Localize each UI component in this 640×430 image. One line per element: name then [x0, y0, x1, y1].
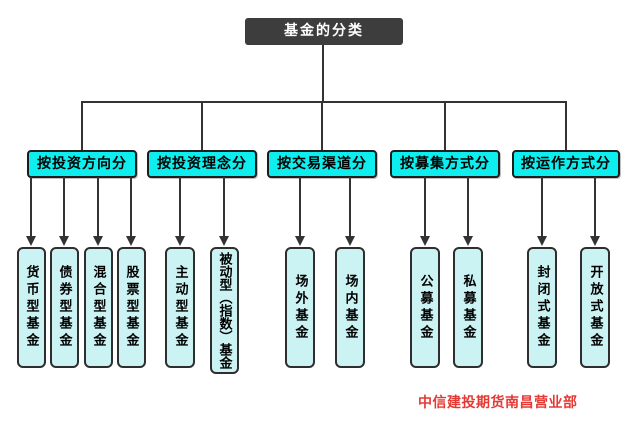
child-arrow-line	[299, 177, 301, 236]
arrowhead-down-icon	[26, 236, 36, 246]
child-node: 股票型基金	[116, 247, 146, 368]
connector-bar	[81, 101, 567, 103]
child-arrow-line	[541, 177, 543, 236]
child-node-label: 被动型（指数）基金	[216, 252, 232, 369]
child-node-label: 混合型基金	[90, 265, 106, 350]
arrowhead-down-icon	[537, 236, 547, 246]
root-node-title: 基金的分类	[245, 18, 403, 45]
category-node: 按交易渠道分	[267, 150, 377, 178]
child-node: 混合型基金	[83, 247, 113, 368]
connector-drop	[321, 101, 323, 150]
child-node-label: 货币型基金	[23, 265, 39, 350]
arrowhead-down-icon	[295, 236, 305, 246]
connector-drop	[444, 101, 446, 150]
child-node-label: 主动型基金	[172, 265, 188, 350]
child-arrow-line	[349, 177, 351, 236]
arrowhead-down-icon	[175, 236, 185, 246]
arrowhead-down-icon	[93, 236, 103, 246]
child-arrow-line	[467, 177, 469, 236]
child-arrow-line	[63, 177, 65, 236]
connector-drop	[201, 101, 203, 150]
child-arrow-line	[223, 177, 225, 236]
category-node: 按投资理念分	[147, 150, 257, 178]
child-node: 封闭式基金	[527, 247, 557, 368]
child-arrow-line	[424, 177, 426, 236]
child-node: 货币型基金	[16, 247, 46, 368]
child-arrow-line	[594, 177, 596, 236]
child-node-label: 场内基金	[342, 273, 358, 342]
arrowhead-down-icon	[463, 236, 473, 246]
child-node-label: 封闭式基金	[534, 265, 550, 350]
child-node-label: 股票型基金	[123, 265, 139, 350]
child-arrow-line	[30, 177, 32, 236]
arrowhead-down-icon	[420, 236, 430, 246]
arrowhead-down-icon	[219, 236, 229, 246]
arrowhead-down-icon	[590, 236, 600, 246]
child-node: 场内基金	[335, 247, 365, 368]
child-node: 场外基金	[285, 247, 315, 368]
arrowhead-down-icon	[345, 236, 355, 246]
child-node-label: 场外基金	[292, 273, 308, 342]
category-node: 按募集方式分	[390, 150, 500, 178]
child-arrow-line	[97, 177, 99, 236]
connector-drop	[81, 101, 83, 150]
child-node: 开放式基金	[580, 247, 610, 368]
category-node: 按投资方向分	[27, 150, 137, 178]
child-arrow-line	[179, 177, 181, 236]
child-node: 公募基金	[410, 247, 440, 368]
child-arrow-line	[130, 177, 132, 236]
child-node: 主动型基金	[165, 247, 195, 368]
child-node: 债券型基金	[49, 247, 79, 368]
child-node: 私募基金	[453, 247, 483, 368]
watermark-text: 中信建投期货南昌营业部	[418, 395, 578, 411]
child-node-label: 债券型基金	[56, 265, 72, 350]
child-node: 被动型（指数）基金	[209, 247, 239, 374]
connector-root-stem	[322, 45, 324, 103]
child-node-label: 开放式基金	[587, 265, 603, 350]
arrowhead-down-icon	[59, 236, 69, 246]
connector-drop	[565, 101, 567, 150]
child-node-label: 私募基金	[460, 273, 476, 342]
child-node-label: 公募基金	[417, 273, 433, 342]
category-node: 按运作方式分	[512, 150, 620, 178]
arrowhead-down-icon	[126, 236, 136, 246]
